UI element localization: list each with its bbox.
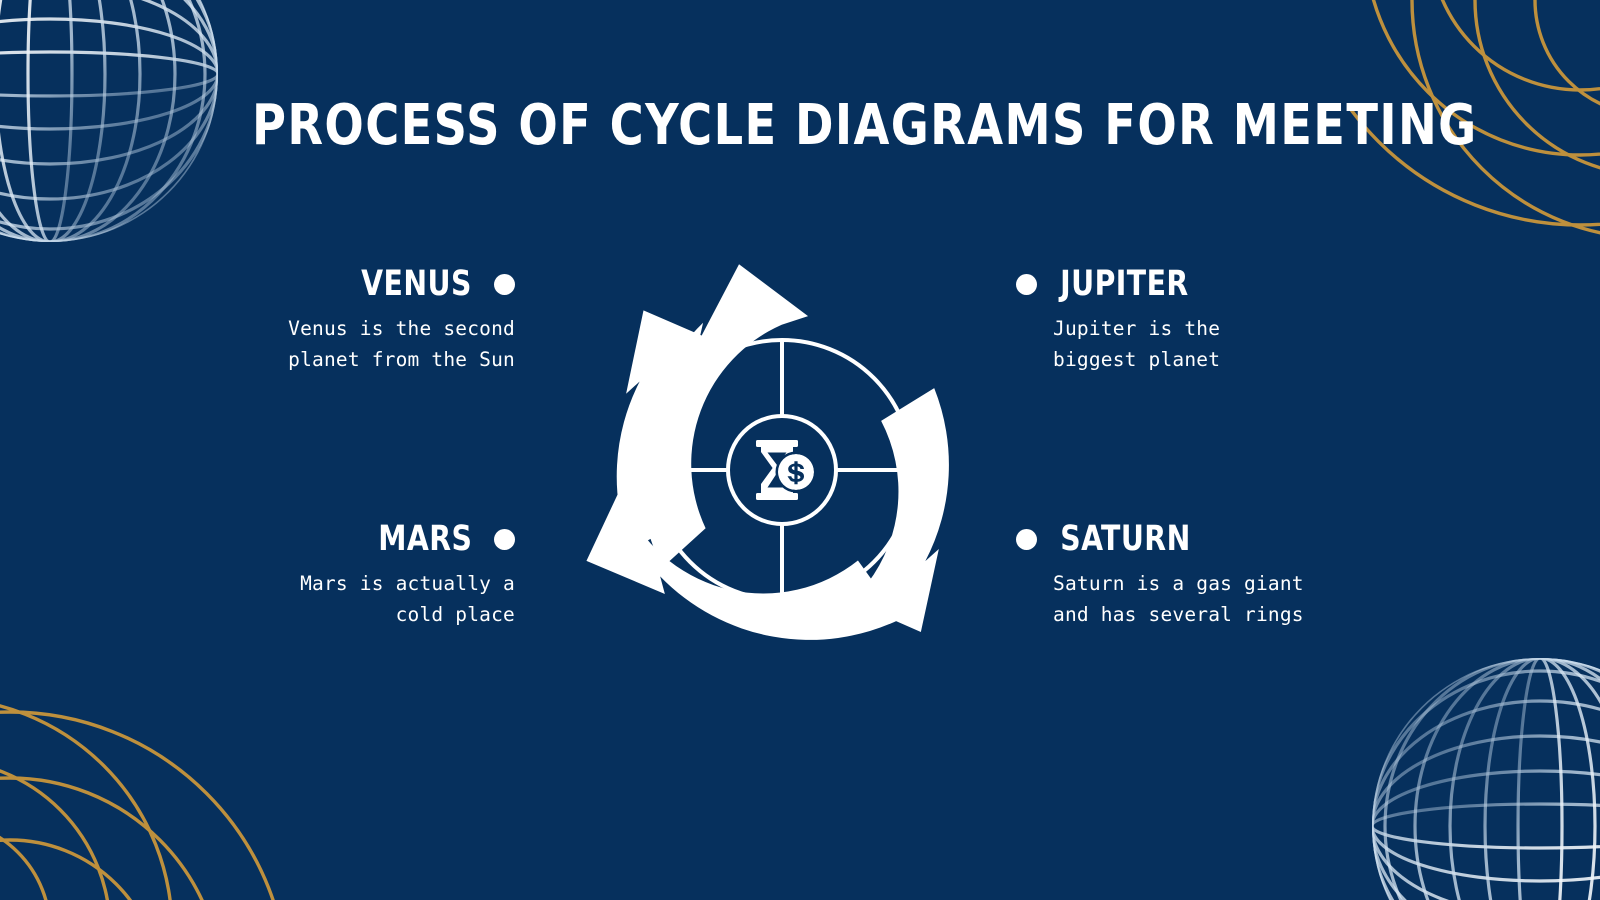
cycle-arrow-segment-1 (639, 264, 809, 568)
wireframe-globe-icon (0, 0, 218, 242)
cycle-item-venus-title: VENUS (361, 264, 472, 304)
cycle-item-saturn: SATURN Saturn is a gas giant and has sev… (1016, 520, 1376, 630)
center-circle (726, 414, 838, 526)
cycle-item-venus: VENUS Venus is the second planet from th… (185, 265, 515, 375)
dot-icon (494, 528, 515, 550)
crosshair-target-icon (650, 338, 914, 602)
dot-icon (1016, 528, 1037, 550)
cycle-item-mars-title: MARS (378, 519, 473, 559)
cycle-item-mars-description: Mars is actually a cold place (300, 572, 515, 626)
cycle-item-mars: MARS Mars is actually a cold place (185, 520, 515, 630)
dot-icon (494, 273, 515, 295)
cycle-item-jupiter-header: JUPITER (1016, 265, 1376, 303)
cycle-item-saturn-header: SATURN (1016, 520, 1376, 558)
cycle-arrow-segment-3 (586, 484, 901, 640)
cycle-item-venus-header: VENUS (185, 265, 515, 303)
cycle-arrow-segment-2 (843, 388, 949, 633)
cycle-item-saturn-description: Saturn is a gas giant and has several ri… (1053, 572, 1304, 626)
cycle-item-jupiter-title: JUPITER (1060, 264, 1189, 304)
cycle-arrow-ring (586, 264, 949, 640)
cycle-item-mars-header: MARS (185, 520, 515, 558)
dot-icon (1016, 273, 1037, 295)
cycle-item-saturn-title: SATURN (1060, 519, 1191, 559)
hourglass-dollar-icon (756, 440, 817, 500)
cycle-item-jupiter: JUPITER Jupiter is the biggest planet (1016, 265, 1376, 375)
cycle-arrow-segment-4 (616, 310, 721, 551)
cycle-item-jupiter-description: Jupiter is the biggest planet (1053, 317, 1221, 371)
concentric-arcs-icon (0, 704, 275, 900)
cycle-item-venus-description: Venus is the second planet from the Sun (288, 317, 515, 371)
wireframe-globe-icon (1372, 658, 1600, 900)
cycle-diagram (586, 264, 949, 640)
page-title: PROCESS OF CYCLE DIAGRAMS FOR MEETING (252, 93, 1478, 158)
